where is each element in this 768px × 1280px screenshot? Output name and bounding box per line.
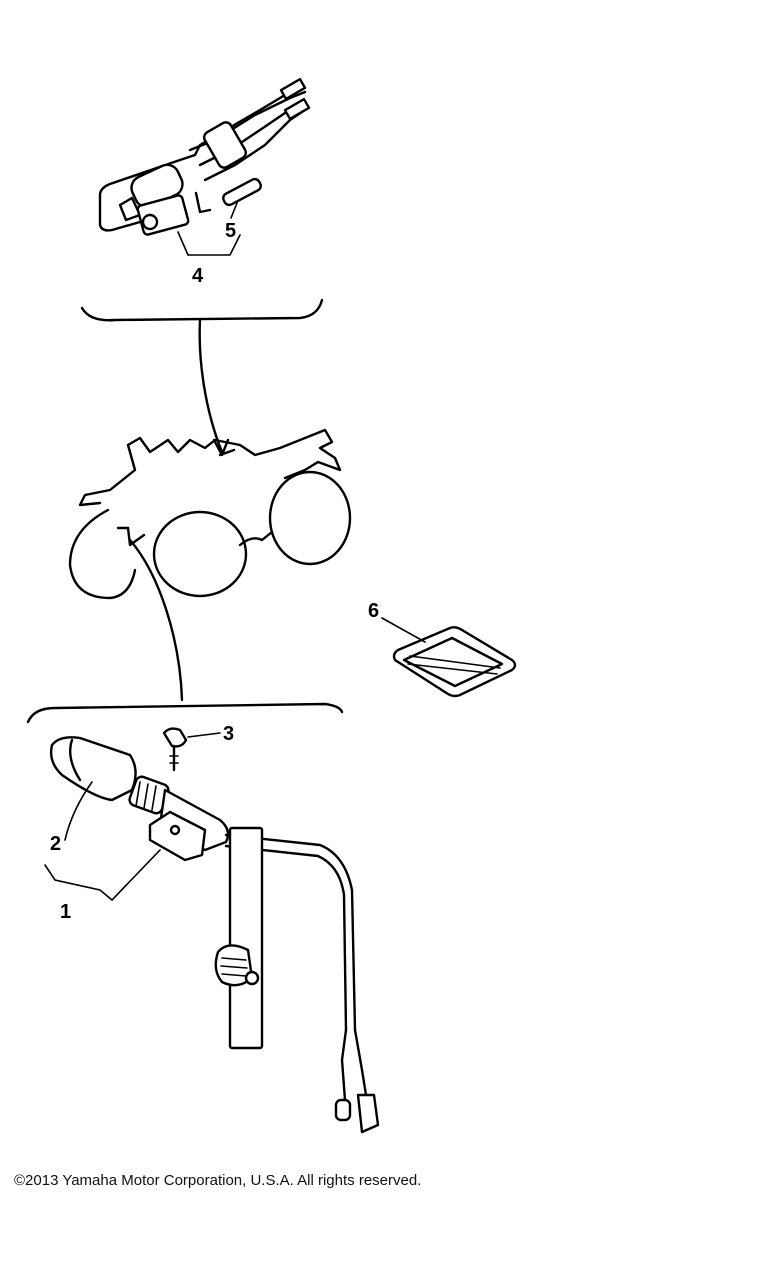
callout-4: 4 (192, 265, 204, 287)
copyright-notice: ©2013 Yamaha Motor Corporation, U.S.A. A… (14, 1172, 422, 1189)
item-6-pad: 6 (368, 600, 517, 698)
atv-silhouette (68, 428, 352, 600)
arrow-top-to-vehicle (198, 318, 224, 454)
callout-3: 3 (223, 723, 234, 745)
callout-6: 6 (368, 600, 379, 622)
callout-2: 2 (50, 833, 61, 855)
switch-harness-assembly: 5 4 (80, 77, 324, 322)
callout-5: 5 (225, 220, 236, 242)
callout-1: 1 (60, 901, 71, 923)
lower-switch-assembly: 3 2 1 (26, 702, 380, 1134)
arrow-bottom-to-vehicle (128, 538, 184, 702)
